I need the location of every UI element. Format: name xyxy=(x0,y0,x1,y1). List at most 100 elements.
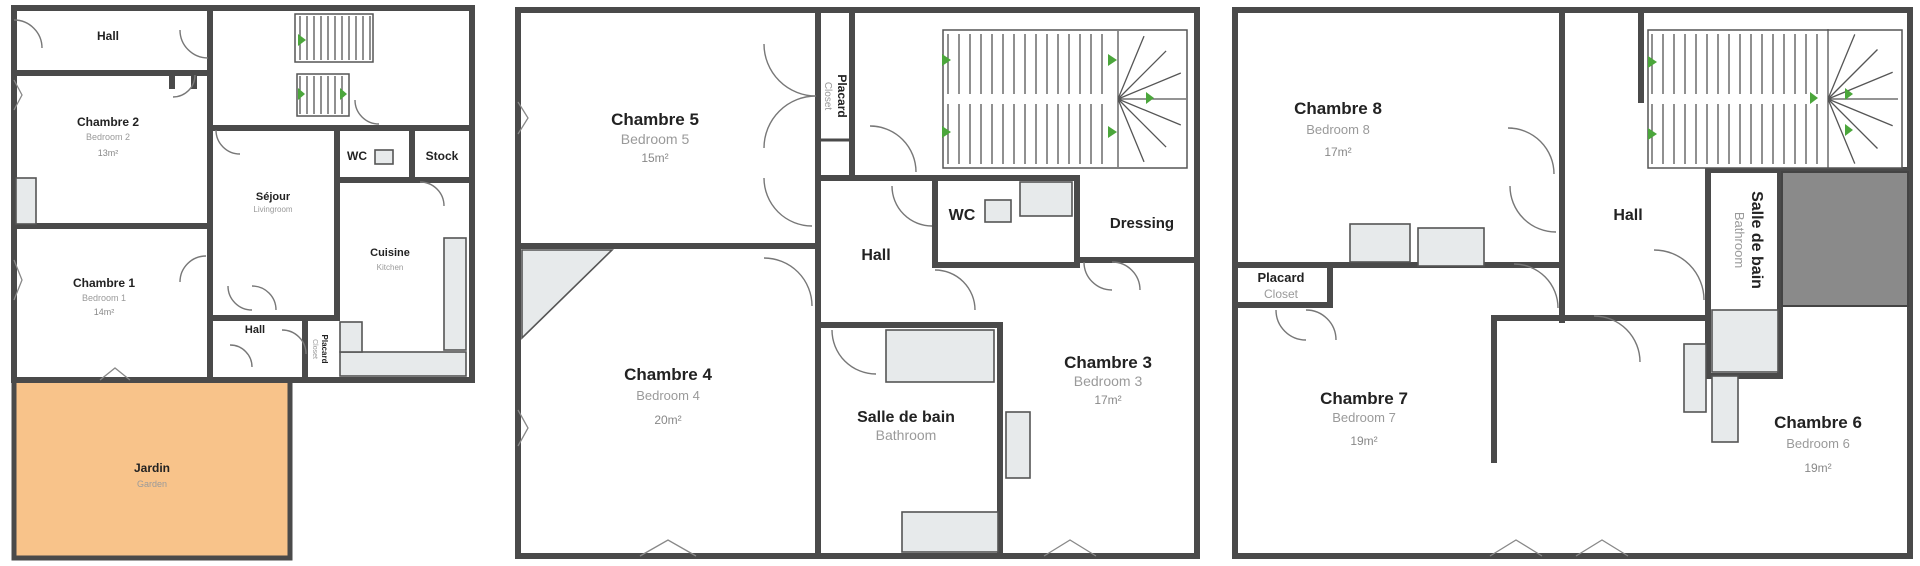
closet-shelf xyxy=(15,177,37,225)
interior-walls xyxy=(515,7,1200,559)
room-label-english: Bedroom 5 xyxy=(621,131,690,147)
room-label: Chambre 7 xyxy=(1320,389,1408,408)
room-wc: WC xyxy=(949,207,976,224)
wc-fixture xyxy=(374,149,394,165)
windows xyxy=(13,79,131,381)
wardrobe xyxy=(1349,223,1411,263)
plan-ground-floor: Hall Chambre 2 Bedroom 2 13m² Chambre 1 … xyxy=(11,5,475,561)
room-area: 14m² xyxy=(94,307,115,317)
shower-tray xyxy=(1781,171,1909,307)
room-area: 13m² xyxy=(98,148,119,158)
bathroom-sink xyxy=(1711,309,1779,373)
room-area: 17m² xyxy=(1094,393,1121,407)
plan-first-floor: Chambre 5 Bedroom 5 15m² Placard Closet … xyxy=(515,7,1200,559)
bathtub xyxy=(885,329,995,383)
vanity xyxy=(1005,411,1031,479)
room-label: Hall xyxy=(97,29,119,43)
room-wc: WC xyxy=(347,149,367,163)
room-label: Chambre 6 xyxy=(1774,413,1862,432)
room-label: WC xyxy=(949,207,976,224)
dressing-shelf xyxy=(1019,181,1073,217)
room-label-english: Livingroom xyxy=(253,205,292,214)
room-label: Placard xyxy=(835,74,849,117)
doors xyxy=(1275,127,1705,557)
bedside-unit xyxy=(1711,375,1739,443)
room-label-english: Bedroom 4 xyxy=(636,388,700,403)
room-area: 17m² xyxy=(1324,145,1351,159)
room-label: Hall xyxy=(1613,207,1642,224)
room-label-english: Bedroom 7 xyxy=(1332,410,1396,425)
outer-wall xyxy=(11,5,475,383)
room-label-english: Closet xyxy=(822,82,833,111)
room-label-english: Bedroom 2 xyxy=(86,132,130,142)
staircase xyxy=(1647,29,1903,169)
room-label: Chambre 1 xyxy=(73,276,135,290)
room-label-english: Garden xyxy=(137,479,167,489)
room-label: Salle de bain xyxy=(857,409,955,426)
room-area: 19m² xyxy=(1350,434,1377,448)
shower xyxy=(901,511,999,553)
room-hall-bottom: Hall xyxy=(245,324,265,336)
room-label-english: Bathroom xyxy=(1732,212,1747,268)
room-label: Chambre 4 xyxy=(624,365,712,384)
room-chambre-7: Chambre 7 Bedroom 7 19m² xyxy=(1320,389,1408,448)
outer-wall xyxy=(1232,7,1913,559)
room-chambre-6: Chambre 6 Bedroom 6 19m² xyxy=(1774,413,1862,475)
room-salle-de-bain: Salle de bain Bathroom xyxy=(857,409,955,443)
room-label: Placard xyxy=(320,335,329,364)
room-placard: Placard Closet xyxy=(1258,270,1305,301)
room-label-english: Bedroom 6 xyxy=(1786,436,1850,451)
room-label: WC xyxy=(347,149,367,163)
room-label-english: Bedroom 3 xyxy=(1074,373,1143,389)
room-hall: Hall xyxy=(861,247,890,264)
room-label-english: Kitchen xyxy=(377,263,404,272)
room-chambre-1: Chambre 1 Bedroom 1 14m² xyxy=(73,276,135,317)
desk xyxy=(1683,343,1707,413)
kitchen-counter xyxy=(443,237,467,351)
chimney xyxy=(521,249,614,340)
staircase xyxy=(294,13,374,117)
room-stock: Stock xyxy=(426,149,459,163)
room-label: Salle de bain xyxy=(1748,191,1765,289)
room-label-english: Closet xyxy=(311,339,318,359)
staircase xyxy=(942,29,1188,169)
doors xyxy=(13,19,445,368)
room-label: Stock xyxy=(426,149,459,163)
room-chambre-5: Chambre 5 Bedroom 5 15m² xyxy=(611,110,699,165)
room-label: Hall xyxy=(245,324,265,336)
room-label-english: Closet xyxy=(1264,287,1299,301)
room-label: Chambre 5 xyxy=(611,110,699,129)
kitchen-counter xyxy=(339,321,363,353)
room-label: Séjour xyxy=(256,191,291,203)
room-label: Hall xyxy=(861,247,890,264)
room-label-english: Bedroom 1 xyxy=(82,293,126,303)
room-placard: Placard Closet xyxy=(822,74,849,117)
room-area: 15m² xyxy=(641,151,668,165)
kitchen-counter xyxy=(339,351,467,377)
room-cuisine: Cuisine Kitchen xyxy=(370,247,410,272)
garden-area xyxy=(11,377,293,561)
room-area: 20m² xyxy=(654,413,681,427)
room-label: Cuisine xyxy=(370,247,410,259)
room-label: Chambre 3 xyxy=(1064,353,1152,372)
room-salle-de-bain: Salle de bain Bathroom xyxy=(1732,191,1765,289)
room-chambre-2: Chambre 2 Bedroom 2 13m² xyxy=(77,115,139,158)
room-label: Jardin xyxy=(134,461,170,475)
room-area: 19m² xyxy=(1804,461,1831,475)
room-label-english: Bedroom 8 xyxy=(1306,122,1370,137)
room-chambre-4: Chambre 4 Bedroom 4 20m² xyxy=(624,365,712,427)
outer-wall xyxy=(515,7,1200,559)
room-label-english: Bathroom xyxy=(876,427,937,443)
interior-walls xyxy=(11,5,475,383)
room-placard: Placard Closet xyxy=(311,335,329,364)
room-label: Chambre 2 xyxy=(77,115,139,129)
room-label: Dressing xyxy=(1110,215,1174,232)
plan-second-floor: Chambre 8 Bedroom 8 17m² Hall Salle de b… xyxy=(1232,7,1913,559)
room-hall-top: Hall xyxy=(97,29,119,43)
room-sejour: Séjour Livingroom xyxy=(253,191,292,214)
doors xyxy=(517,43,1141,557)
room-label: Placard xyxy=(1258,270,1305,285)
room-chambre-8: Chambre 8 Bedroom 8 17m² xyxy=(1294,99,1382,159)
room-chambre-3: Chambre 3 Bedroom 3 17m² xyxy=(1064,353,1152,407)
